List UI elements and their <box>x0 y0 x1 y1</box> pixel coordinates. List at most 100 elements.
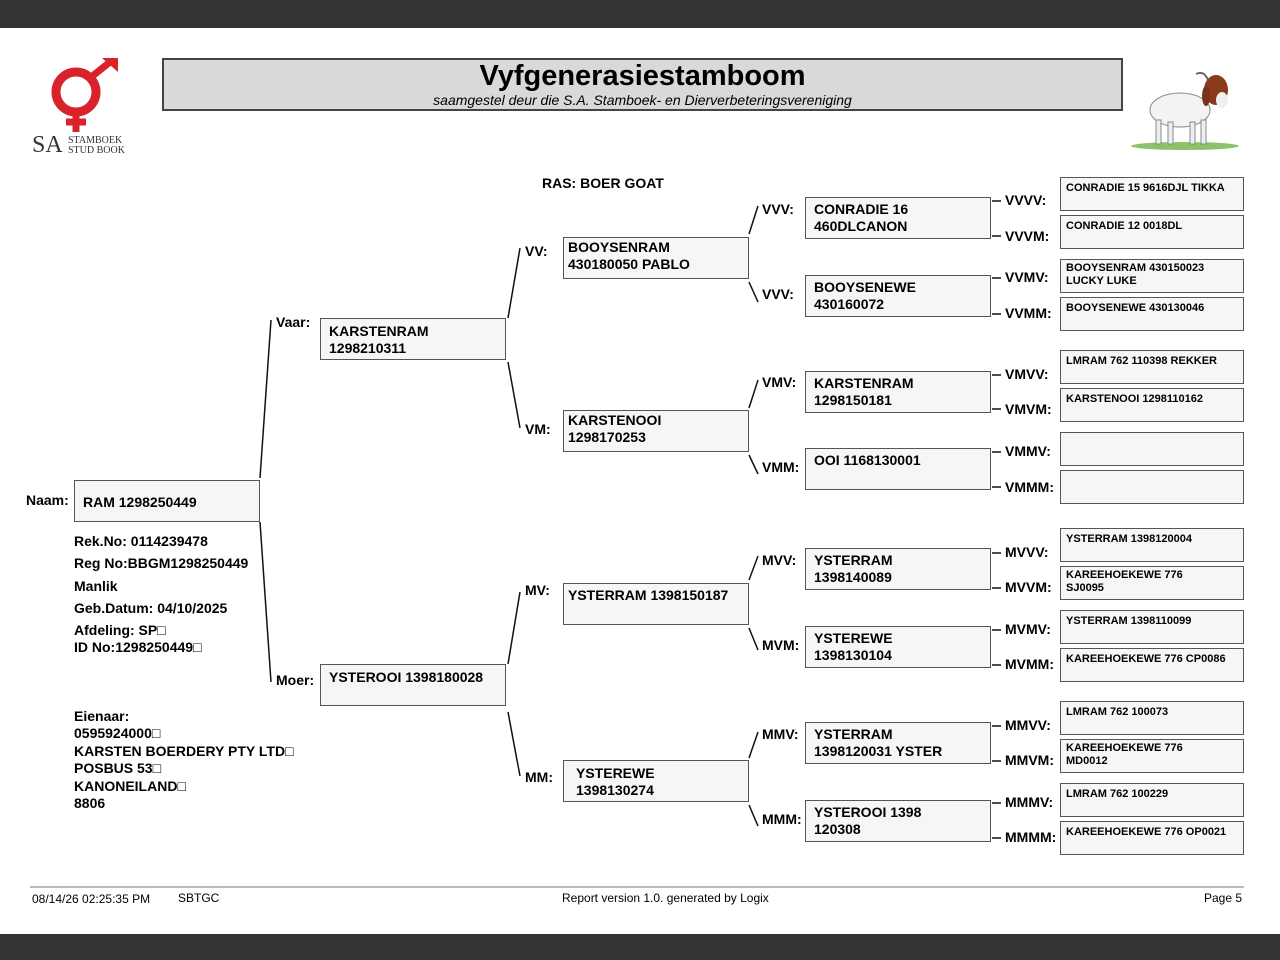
gen4-line1: CONRADIE 12 0018DL <box>1066 220 1183 232</box>
owner-line: POSBUS 53□ <box>74 760 162 776</box>
animal-name-box: RAM 1298250449 <box>74 480 260 522</box>
gen4-line2: LUCKY LUKE <box>1066 275 1137 287</box>
gen3-line1: YSTERRAM <box>814 552 893 568</box>
owner-line: 8806 <box>74 795 106 811</box>
gen4-line1: YSTERRAM 1398110099 <box>1066 615 1192 627</box>
sa-studbook-logo: SA STAMBOEK STUD BOOK <box>30 58 140 158</box>
logo-line1: STAMBOEK <box>68 135 123 146</box>
gen3-box: CONRADIE 16 460DLCANON <box>805 197 991 239</box>
gen2-box-mm: YSTEREWE 1398130274 <box>563 760 749 802</box>
gen3-box: OOI 1168130001 <box>805 448 991 490</box>
logo-line2: STUD BOOK <box>68 145 125 156</box>
gen4-line1: CONRADIE 15 9616DJL TIKKA <box>1066 182 1225 194</box>
gen4-box: KAREEHOEKEWE 776 SJ0095 <box>1060 566 1244 600</box>
logo-symbol-icon <box>51 58 118 132</box>
id-no: ID No:1298250449□ <box>74 639 202 655</box>
gen3-label: MMV: <box>762 726 799 742</box>
gen2-box-vv: BOOYSENRAM 430180050 PABLO <box>563 237 749 279</box>
sire-line1: KARSTENRAM <box>329 323 429 339</box>
owner-line: KANONEILAND□ <box>74 778 186 794</box>
gen4-line1: KAREEHOEKEWE 776 <box>1066 569 1183 581</box>
gen4-line1: KAREEHOEKEWE 776 CP0086 <box>1066 653 1226 665</box>
moer-label: Moer: <box>276 672 315 688</box>
gen4-label: VMVV: <box>1005 366 1049 382</box>
gen3-line1: YSTEREWE <box>814 630 893 646</box>
dam-line1: YSTEROOI 1398180028 <box>329 669 484 685</box>
page-subtitle: saamgestel deur die S.A. Stamboek- en Di… <box>433 92 852 108</box>
vaar-label: Vaar: <box>276 314 311 330</box>
boer-goat-illustration-icon <box>1131 71 1239 150</box>
gen4-box: YSTERRAM 1398110099 <box>1060 610 1244 644</box>
gen4-label: MVVM: <box>1005 579 1052 595</box>
owner-line: KARSTEN BOERDERY PTY LTD□ <box>74 743 294 759</box>
gen4-box: KAREEHOEKEWE 776 CP0086 <box>1060 648 1244 682</box>
gen4-box: LMRAM 762 110398 REKKER <box>1060 350 1244 384</box>
animal-name: RAM 1298250449 <box>83 494 197 510</box>
vv-label: VV: <box>525 243 548 259</box>
gen4-box: LMRAM 762 100073 <box>1060 701 1244 735</box>
gen3-line2: 1298150181 <box>814 392 892 408</box>
gen3-label: MMM: <box>762 811 802 827</box>
reg-no: Reg No:BBGM1298250449 <box>74 555 249 571</box>
gen4-box: BOOYSENRAM 430150023 LUCKY LUKE <box>1060 259 1244 293</box>
gen3-line2: 1398130104 <box>814 647 892 663</box>
gen3-box: YSTERRAM 1398140089 <box>805 548 991 590</box>
gen3-box: BOOYSENEWE 430160072 <box>805 275 991 317</box>
gen4-label: MVMM: <box>1005 656 1054 672</box>
gen4-line1: LMRAM 762 100073 <box>1066 706 1169 718</box>
gen3-box: KARSTENRAM 1298150181 <box>805 371 991 413</box>
gen4-line1: LMRAM 762 110398 REKKER <box>1066 355 1218 367</box>
footer-datetime: 08/14/26 02:25:35 PM <box>32 892 151 906</box>
dam-box: YSTEROOI 1398180028 <box>320 664 506 706</box>
gen2-box-vm: KARSTENOOI 1298170253 <box>563 410 749 452</box>
gen3-label: MVM: <box>762 637 800 653</box>
gen3-label: VVV: <box>762 286 794 302</box>
gen4-line1: KAREEHOEKEWE 776 OP0021 <box>1066 826 1227 838</box>
mv-label: MV: <box>525 582 550 598</box>
gen2-line1: YSTEREWE <box>576 765 655 781</box>
gen4-label: VVVV: <box>1005 192 1047 208</box>
footer-code: SBTGC <box>178 891 220 905</box>
rek-no: Rek.No: 0114239478 <box>74 533 208 549</box>
gen4-label: MMMM: <box>1005 829 1057 845</box>
footer-page-number: Page 5 <box>1204 891 1243 905</box>
gen4-box <box>1060 432 1244 466</box>
name-label: Naam: <box>26 492 69 508</box>
gen4-line1: LMRAM 762 100229 <box>1066 788 1169 800</box>
sire-line2: 1298210311 <box>329 340 407 356</box>
bottom-bar <box>0 934 1280 960</box>
gen4-line1: KARSTENOOI 1298110162 <box>1066 393 1203 405</box>
gen4-box: LMRAM 762 100229 <box>1060 783 1244 817</box>
sex: Manlik <box>74 578 118 594</box>
gen4-box: YSTERRAM 1398120004 <box>1060 528 1244 562</box>
sire-box: KARSTENRAM 1298210311 <box>320 318 506 360</box>
gen4-line1: BOOYSENRAM 430150023 <box>1066 262 1205 274</box>
gen4-box: CONRADIE 15 9616DJL TIKKA <box>1060 177 1244 211</box>
gen2-line1: KARSTENOOI <box>568 412 662 428</box>
gen3-line1: BOOYSENEWE <box>814 279 916 295</box>
gen4-label: VMMV: <box>1005 443 1051 459</box>
logo-sa-text: SA <box>32 132 63 158</box>
division: Afdeling: SP□ <box>74 622 166 638</box>
mm-label: MM: <box>525 769 553 785</box>
gen2-line1: BOOYSENRAM <box>568 239 670 255</box>
gen4-label: VMVM: <box>1005 401 1052 417</box>
gen3-line1: YSTERRAM <box>814 726 893 742</box>
gen4-label: VMMM: <box>1005 479 1054 495</box>
gen4-line1: KAREEHOEKEWE 776 <box>1066 742 1183 754</box>
gen4-box: KAREEHOEKEWE 776 OP0021 <box>1060 821 1244 855</box>
gen4-label: MMVM: <box>1005 752 1054 768</box>
gen4-line2: SJ0095 <box>1066 582 1104 594</box>
gen3-line2: 460DLCANON <box>814 218 908 234</box>
title-box: Vyfgenerasiestamboom saamgestel deur die… <box>162 58 1123 111</box>
gen3-box: YSTERRAM 1398120031 YSTER <box>805 722 991 764</box>
gen3-box: YSTEREWE 1398130104 <box>805 626 991 668</box>
gen3-line1: CONRADIE 16 <box>814 201 909 217</box>
gen3-line2: 1398140089 <box>814 569 892 585</box>
gen4-label: VVMM: <box>1005 305 1052 321</box>
footer-generator: Report version 1.0. generated by Logix <box>562 891 769 905</box>
gen4-box: CONRADIE 12 0018DL <box>1060 215 1244 249</box>
gen4-label: MMMV: <box>1005 794 1054 810</box>
gen4-label: MMVV: <box>1005 717 1051 733</box>
